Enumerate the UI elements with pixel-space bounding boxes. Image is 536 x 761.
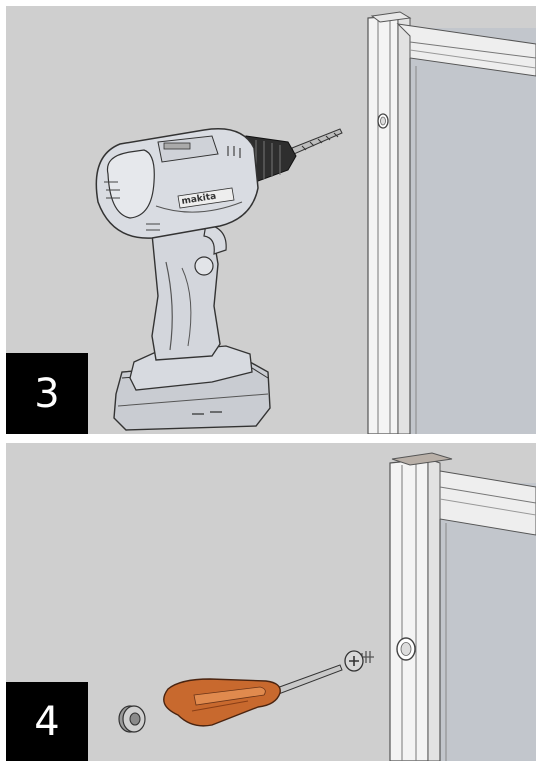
step-4-illustration [118,452,536,761]
door-frame [389,452,536,761]
drill-icon: makita [95,128,343,431]
step-number-badge: 3 [6,353,88,434]
step-3-illustration: makita [95,11,536,434]
nut-icon [118,705,146,733]
step-4-panel: 4 [6,443,536,761]
step-number: 3 [34,370,60,417]
screw-icon [344,650,374,672]
step-number-badge: 4 [6,682,88,761]
step-3-panel: makita 3 [6,6,536,434]
screwdriver-icon [163,664,343,727]
step-number: 4 [34,698,60,745]
door-frame [367,11,536,434]
